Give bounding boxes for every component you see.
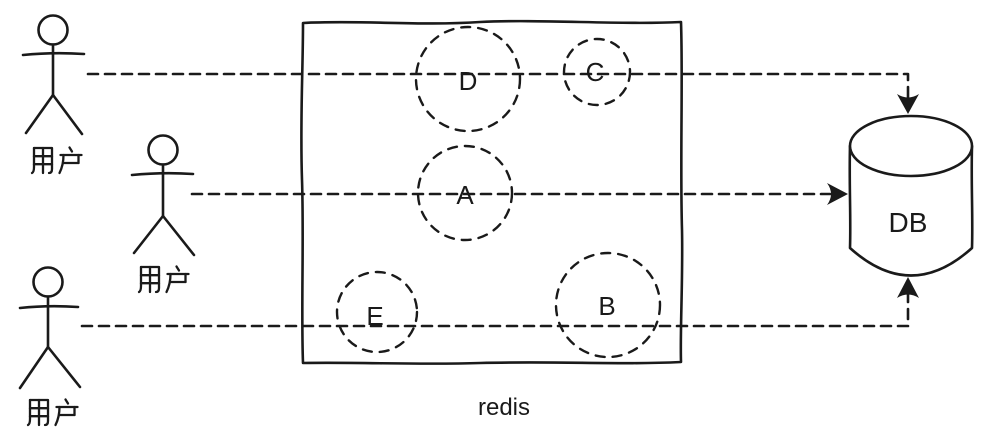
user-figure-3 [18,266,82,427]
user-1-head [37,14,69,46]
cache-key-B-label: B [598,291,615,321]
redis-box [300,19,684,365]
cache-key-C-label: C [586,57,605,87]
request-line-middle [190,183,848,205]
cache-key-E: E [335,270,419,354]
cache-key-D: D [414,25,522,133]
arrowhead-right-icon [827,183,848,205]
request-line-bottom [80,277,919,328]
request-line-top [86,72,919,114]
cache-key-E-label: E [366,301,383,331]
user-1-label [30,146,83,175]
cache-key-C: C [562,37,632,107]
db-cylinder: DB [848,114,974,277]
arrowhead-up-icon [897,277,919,298]
user-3-label [26,398,79,427]
db-label: DB [889,207,928,238]
cache-key-A-label: A [456,180,474,210]
user-2-head [147,134,179,166]
redis-label: redis [478,394,530,421]
cache-key-B: B [554,251,662,359]
cache-key-A: A [416,144,514,242]
user-figure-2 [130,134,196,294]
arrowhead-down-icon [897,94,919,114]
user-figure-1 [21,14,86,175]
cache-key-D-label: D [459,66,478,96]
user-3-head [32,266,64,298]
user-2-label [137,265,190,294]
